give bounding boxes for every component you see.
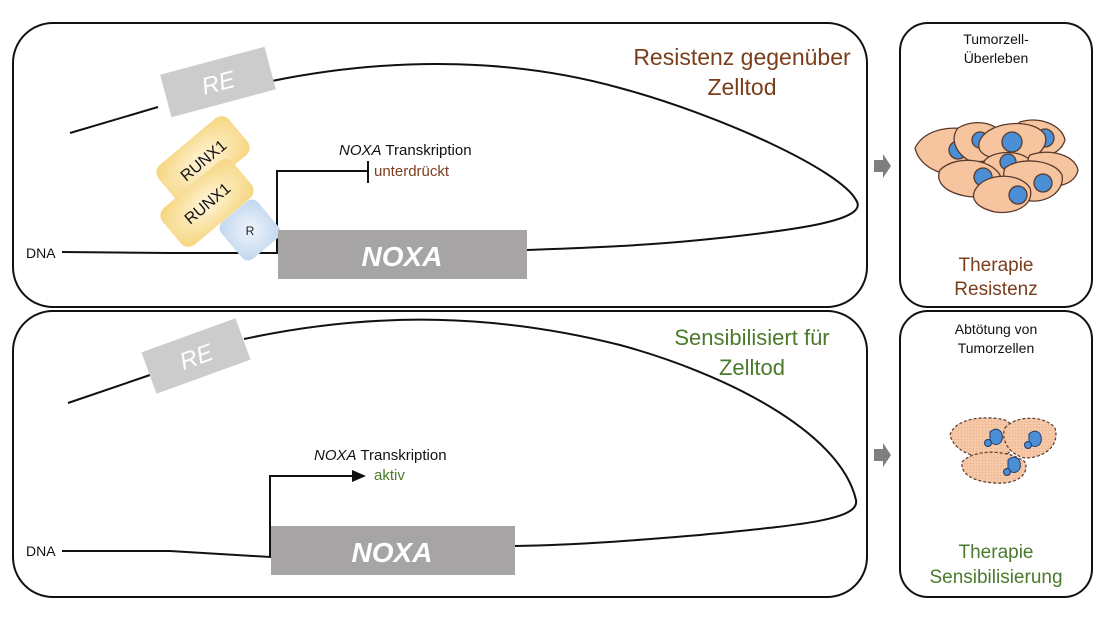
outcome-arrow-icon-top [874,154,891,178]
transcription-gene: NOXA [314,447,357,464]
outcome-footer-line1: Therapie [959,255,1034,276]
dying-tumor-cells-icon [949,417,1057,484]
fragmented-nucleus-icon [984,428,1042,476]
noxa-gene-label: NOXA [352,537,433,568]
transcription-gene: NOXA [339,142,382,159]
bottom-panel-frame [12,310,868,598]
top-panel-title-line2: Zelltod [707,74,776,100]
noxa-gene-box [278,230,527,279]
noxa-gene-label: NOXA [362,241,443,272]
r-protein: R [219,199,281,261]
dna-strand-top [61,170,368,254]
outcome-footer-line2: Resistenz [954,279,1037,300]
bottom-outcome-frame [899,310,1093,598]
outcome-arrow-icon-bottom [874,443,891,467]
dna-label: DNA [26,245,56,261]
outcome-footer-line2: Sensibilisierung [929,567,1062,588]
top-outcome-frame [899,22,1093,308]
regulatory-element-box: RE [141,318,251,394]
transcription-label: NOXA Transkription [339,142,472,159]
transcription-word: Transkription [382,142,472,159]
outcome-header-line1: Tumorzell- [963,31,1029,47]
runx1-protein-2: RUNX1 [160,159,254,247]
transcription-word: Transkription [357,447,447,464]
top-panel-title-line1: Resistenz gegenüber [633,44,851,70]
tumor-cell-cluster-icon [914,119,1079,214]
noxa-gene-box [271,526,515,575]
dna-loop-top [69,63,859,251]
outcome-header-line1: Abtötung von [955,321,1038,337]
bottom-panel-title-line1: Sensibilisiert für [674,325,829,350]
dna-label: DNA [26,543,56,559]
outcome-footer-line1: Therapie [959,542,1034,563]
bottom-panel: RE NOXA DNA NOXA Transkription aktiv Sen… [12,310,868,598]
transcription-state: unterdrückt [374,163,450,180]
top-outcome-panel: Tumorzell- Überleben Therapie Resistenz [899,22,1093,308]
regulatory-element-box: RE [160,46,276,118]
top-panel-frame [12,22,868,308]
activation-arrow-icon [352,470,366,482]
dna-loop-bottom [67,318,858,547]
bottom-outcome-panel: Abtötung von Tumorzellen Therapie Sensib… [899,310,1093,598]
dna-strand-bottom [62,475,355,559]
outcome-header-line2: Überleben [964,49,1029,66]
transcription-label: NOXA Transkription [314,447,447,464]
top-panel: RE R RUNX1 RUNX1 NOXA DNA NOXA Transkrip… [12,22,868,308]
r-label: R [246,224,255,238]
bottom-panel-title-line2: Zelltod [719,355,785,380]
outcome-header-line2: Tumorzellen [958,340,1035,356]
transcription-state: aktiv [374,467,405,484]
